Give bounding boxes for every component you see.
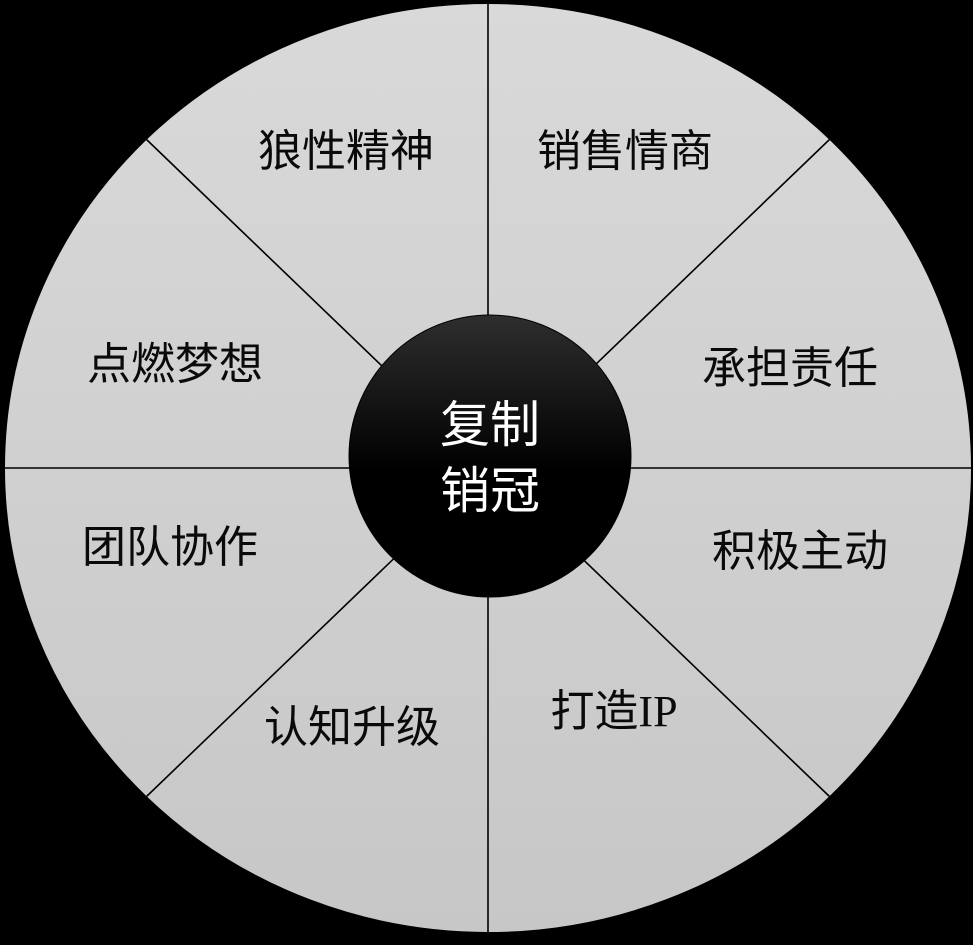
hub-title-line1: 复制	[440, 397, 540, 453]
sector-label-dream: 点燃梦想	[87, 340, 263, 389]
sector-label-responsibility: 承担责任	[702, 344, 878, 393]
hub-circle	[348, 314, 632, 598]
hub-title: 复制 销冠	[440, 397, 540, 519]
sector-label-sales-eq: 销售情商	[537, 127, 713, 176]
sector-label-proactive: 积极主动	[712, 527, 888, 576]
sector-label-cognition: 认知升级	[264, 703, 440, 752]
hub-title-line2: 销冠	[440, 463, 540, 519]
sector-label-teamwork: 团队协作	[82, 523, 258, 572]
sector-label-build-ip: 打造IP	[550, 687, 677, 736]
sector-labels: 销售情商 承担责任 积极主动 打造IP 认知升级 团队协作 点燃梦想 狼性精神	[82, 127, 888, 752]
sector-label-wolf-spirit: 狼性精神	[258, 127, 434, 176]
